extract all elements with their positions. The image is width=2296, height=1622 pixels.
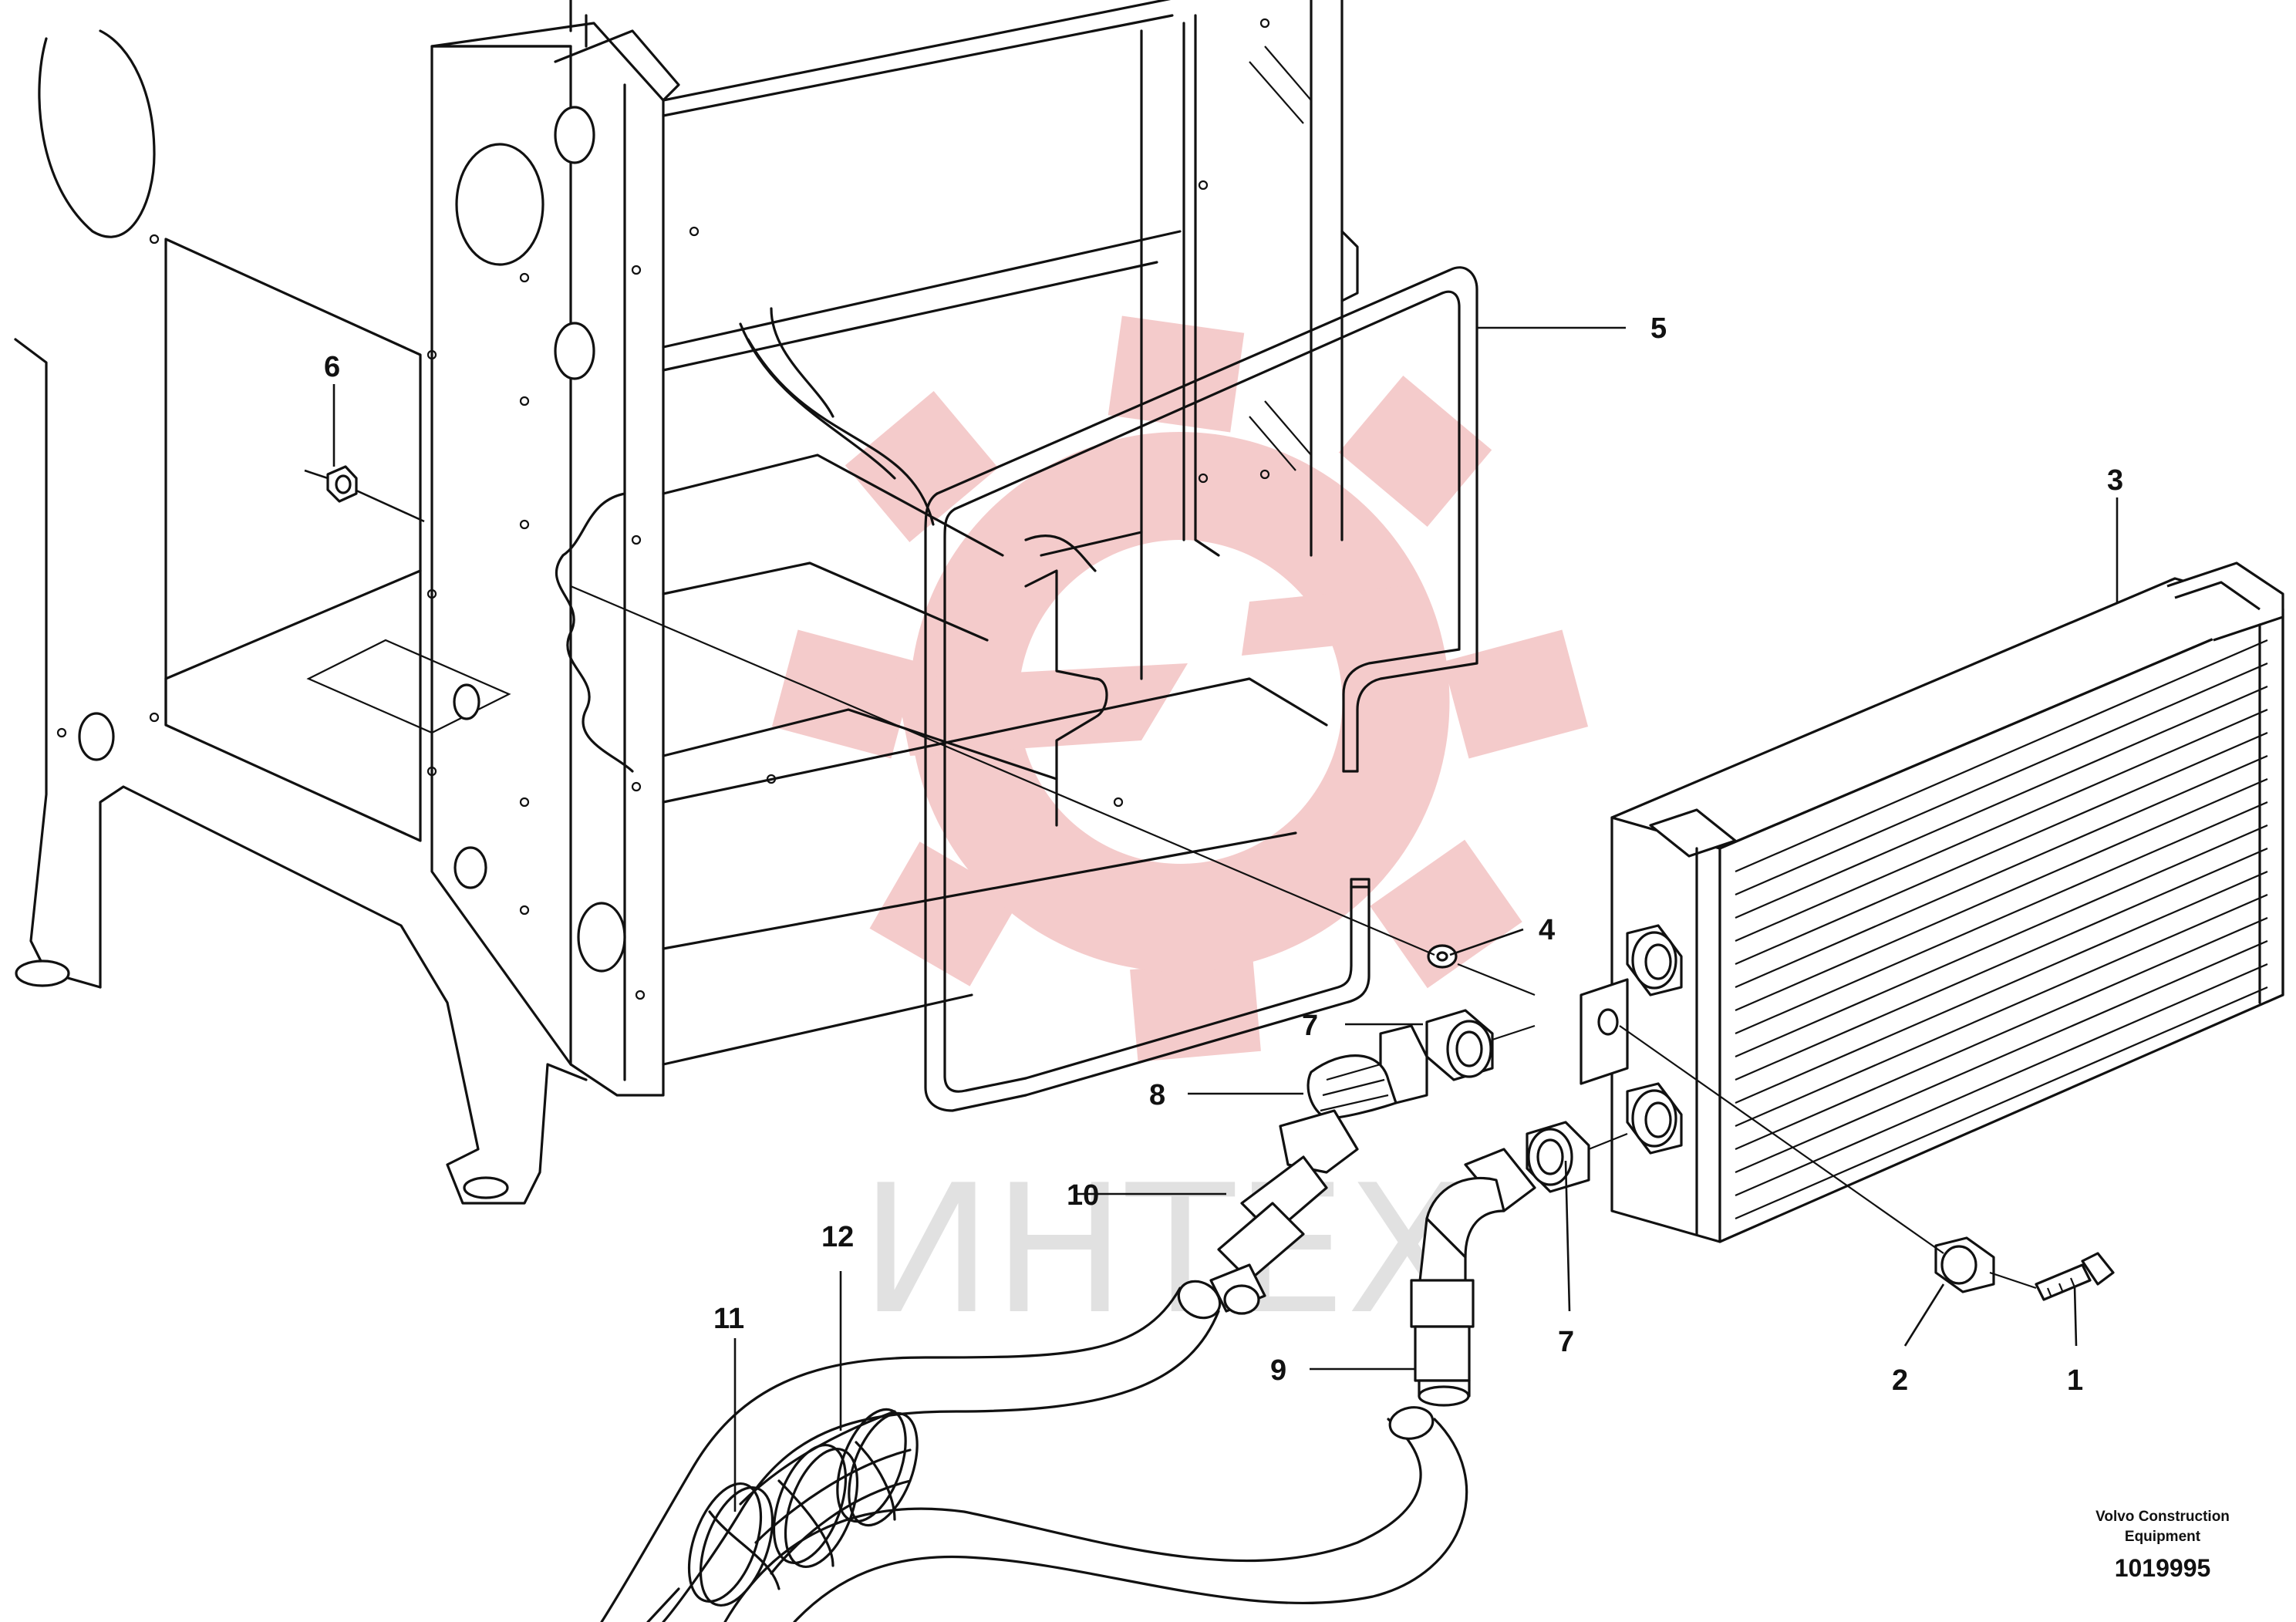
bolt-axis [1989,1271,2037,1290]
hose-clamp [687,1482,774,1607]
frame-hole [78,712,115,761]
adapter-7-lower [1526,1121,1628,1193]
callout-4: 4 [1539,914,1555,946]
bolt-1 [2035,1252,2115,1301]
frame-hole [554,322,595,380]
frame-hole [455,143,544,266]
assembly-axis [1457,963,1536,996]
callout-3: 3 [2107,464,2123,497]
callout-12: 12 [821,1221,854,1253]
frame-hole [554,106,595,164]
callout-2: 2 [1892,1364,1908,1397]
mount-hole [15,959,70,987]
callout-9: 9 [1270,1354,1286,1387]
assembly-axis [570,585,1435,956]
document-number: 1019995 [2115,1554,2211,1582]
callout-7-upper: 7 [1302,1010,1318,1042]
frame-bracket [1024,534,1108,827]
hose-fitting-10 [1209,1109,1359,1315]
radiator-port-lower [1626,1082,1683,1155]
hose-elbow-9 [1410,1148,1536,1382]
credit-line-2: Equipment [2125,1529,2201,1545]
callout-1: 1 [2067,1364,2083,1397]
hose-clamp [836,1408,919,1527]
callout-labels: 6 5 3 4 7 8 10 12 11 9 7 2 1 [324,312,2123,1397]
callout-8: 8 [1149,1079,1165,1111]
watermark-logo: ИНТЕХ [771,315,1589,1354]
callout-6: 6 [324,351,340,383]
callout-5: 5 [1650,312,1667,345]
hoses [600,1280,1471,1622]
spacer-2 [1934,1236,1995,1293]
hose-bundle [646,1408,919,1622]
watermark-text: ИНТЕХ [860,1148,1468,1354]
callout-11: 11 [713,1303,744,1335]
frame-hole [577,902,626,973]
mount-hole [463,1176,509,1199]
elbow-fitting-8 [1306,1024,1428,1120]
washer-4 [1427,944,1458,969]
gear-icon [771,315,1589,1062]
radiator-port-upper [1626,924,1683,996]
cab-frame [14,0,1174,1205]
publisher-credit: Volvo Construction Equipment 1019995 [2095,1509,2230,1582]
hose-clamp [772,1443,859,1569]
frame-hole [453,846,487,889]
callout-7-lower: 7 [1558,1326,1574,1358]
heat-exchanger [1580,561,2284,1243]
gasket-seal [924,266,1478,1112]
callout-10: 10 [1067,1179,1099,1212]
credit-line-1: Volvo Construction [2095,1509,2230,1525]
adapter-7-upper [1425,1009,1536,1081]
leader-lines [332,326,2119,1512]
bolt-axis [1619,1025,1944,1254]
frame-hole [453,683,480,720]
nut-6 [304,465,425,523]
radiator-fins [1735,639,2268,1220]
